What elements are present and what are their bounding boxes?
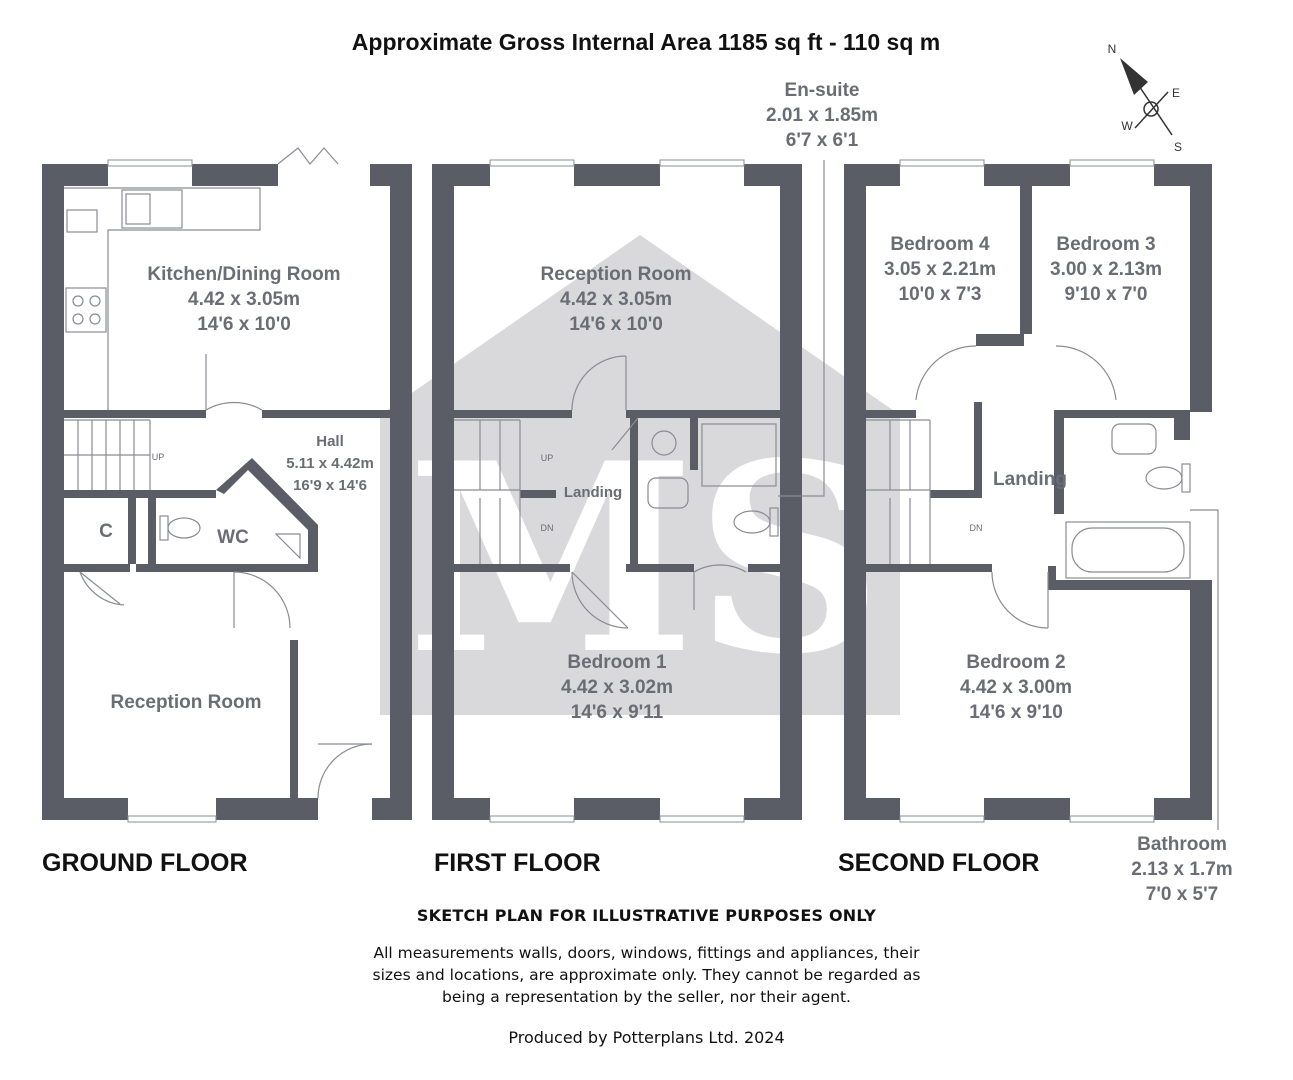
first-reception-name: Reception Room bbox=[541, 264, 692, 285]
disclaimer-body: All measurements walls, doors, windows, … bbox=[0, 942, 1293, 1008]
bathroom-metric: 2.13 x 1.7m bbox=[1131, 859, 1232, 880]
disclaimer-line-1: All measurements walls, doors, windows, … bbox=[373, 944, 920, 962]
cupboard-name: C bbox=[99, 521, 113, 542]
first-landing-name: Landing bbox=[564, 484, 622, 501]
bedroom2-name: Bedroom 2 bbox=[966, 652, 1065, 673]
hall-metric: 5.11 x 4.42m bbox=[286, 455, 374, 472]
hall-imperial: 16'9 x 14'6 bbox=[293, 477, 367, 494]
second-stairs-dn-label: DN bbox=[970, 523, 983, 533]
bedroom4-name: Bedroom 4 bbox=[890, 234, 990, 255]
hall-name: Hall bbox=[316, 433, 344, 450]
watermark-logo: MS bbox=[380, 235, 900, 715]
compass-s: S bbox=[1174, 140, 1182, 154]
kitchen-metric: 4.42 x 3.05m bbox=[188, 289, 300, 310]
ensuite-metric: 2.01 x 1.85m bbox=[766, 105, 878, 126]
bedroom1-imperial: 14'6 x 9'11 bbox=[571, 702, 664, 723]
disclaimer-line-3: being a representation by the seller, no… bbox=[442, 988, 851, 1006]
compass-rose-icon: N E W S bbox=[1108, 42, 1182, 154]
disclaimer-line-2: sizes and locations, are approximate onl… bbox=[372, 966, 921, 984]
watermark-text: MS bbox=[407, 407, 883, 712]
ground-stairs-up-label: UP bbox=[152, 452, 165, 462]
kitchen-name: Kitchen/Dining Room bbox=[147, 264, 340, 285]
bathroom-imperial: 7'0 x 5'7 bbox=[1146, 884, 1218, 905]
compass-n: N bbox=[1108, 42, 1117, 56]
compass-w: W bbox=[1121, 119, 1133, 133]
second-floor-plan: DN Bedroom 4 3.05 x 2.21m 10'0 x 7'3 Bed… bbox=[838, 159, 1233, 905]
producer-credit: Produced by Potterplans Ltd. 2024 bbox=[508, 1028, 785, 1047]
bedroom3-name: Bedroom 3 bbox=[1056, 234, 1155, 255]
first-floor-label: FIRST FLOOR bbox=[434, 849, 601, 877]
ensuite-name: En-suite bbox=[785, 80, 860, 101]
wc-name: WC bbox=[217, 527, 249, 548]
bedroom4-metric: 3.05 x 2.21m bbox=[884, 259, 996, 280]
bedroom1-metric: 4.42 x 3.02m bbox=[561, 677, 673, 698]
first-stairs-dn-label: DN bbox=[541, 523, 554, 533]
ground-floor-plan: UP Kitchen/Dining Room 4.42 x 3.05m 14'6… bbox=[42, 147, 412, 877]
ground-reception-name: Reception Room bbox=[111, 692, 262, 713]
first-stairs-up-label: UP bbox=[541, 453, 554, 463]
bedroom4-imperial: 10'0 x 7'3 bbox=[899, 284, 982, 305]
second-landing-name: Landing bbox=[993, 469, 1067, 490]
bedroom3-metric: 3.00 x 2.13m bbox=[1050, 259, 1162, 280]
first-floor-plan: UP DN Reception Room 4.42 x 3.05m 14'6 x… bbox=[432, 80, 878, 877]
bedroom2-metric: 4.42 x 3.00m bbox=[960, 677, 1072, 698]
bedroom2-imperial: 14'6 x 9'10 bbox=[969, 702, 1063, 723]
ground-floor-label: GROUND FLOOR bbox=[42, 849, 248, 877]
bathroom-name: Bathroom bbox=[1137, 834, 1227, 855]
second-floor-label: SECOND FLOOR bbox=[838, 849, 1039, 877]
compass-e: E bbox=[1172, 86, 1180, 100]
ensuite-imperial: 6'7 x 6'1 bbox=[786, 130, 859, 151]
bedroom1-name: Bedroom 1 bbox=[567, 652, 667, 673]
first-reception-metric: 4.42 x 3.05m bbox=[560, 289, 672, 310]
gross-area-title: Approximate Gross Internal Area 1185 sq … bbox=[352, 29, 940, 55]
bedroom3-imperial: 9'10 x 7'0 bbox=[1065, 284, 1148, 305]
first-reception-imperial: 14'6 x 10'0 bbox=[569, 314, 663, 335]
disclaimer-title: SKETCH PLAN FOR ILLUSTRATIVE PURPOSES ON… bbox=[416, 906, 877, 925]
kitchen-imperial: 14'6 x 10'0 bbox=[197, 314, 291, 335]
